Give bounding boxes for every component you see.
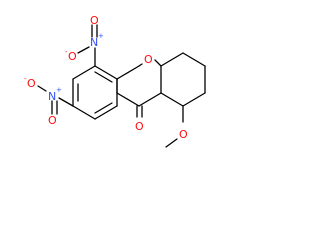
bond bbox=[94, 105, 118, 120]
nitro-top-oxygen-left: O bbox=[68, 50, 77, 63]
bond bbox=[58, 97, 74, 107]
nitro-left-oxygen-up: O bbox=[27, 77, 36, 90]
bond bbox=[37, 85, 47, 92]
bond bbox=[94, 71, 113, 83]
bond bbox=[154, 59, 162, 67]
bond bbox=[160, 52, 184, 67]
nitro-left-minus-charge: - bbox=[24, 75, 27, 83]
bond bbox=[160, 92, 184, 107]
atom-labels: N + O O - N + O - O O O O bbox=[24, 14, 188, 141]
bond bbox=[77, 46, 90, 54]
methoxy-oxygen: O bbox=[179, 128, 188, 141]
bond bbox=[138, 92, 162, 107]
ring-oxygen: O bbox=[144, 53, 153, 66]
bond bbox=[182, 52, 206, 67]
bond bbox=[165, 138, 178, 148]
bond bbox=[94, 102, 113, 114]
bonds bbox=[37, 24, 206, 148]
nitro-top-minus-charge: - bbox=[65, 48, 68, 56]
nitro-left-oxygen-down: O bbox=[48, 114, 57, 127]
bond bbox=[94, 65, 118, 80]
nitro-top-nitrogen: N bbox=[90, 36, 98, 49]
bond bbox=[72, 65, 96, 80]
nitro-left-plus-charge: + bbox=[56, 86, 62, 94]
bond bbox=[182, 92, 206, 107]
nitro-left-nitrogen: N bbox=[48, 90, 56, 103]
molecule-structure: N + O O - N + O - O O O O bbox=[24, 14, 206, 148]
carbonyl-oxygen: O bbox=[135, 120, 144, 133]
bond bbox=[116, 92, 140, 107]
nitro-top-oxygen-up: O bbox=[90, 14, 99, 27]
bond bbox=[138, 63, 143, 67]
bond bbox=[116, 65, 140, 80]
bond bbox=[72, 105, 96, 120]
nitro-top-plus-charge: + bbox=[98, 32, 104, 40]
